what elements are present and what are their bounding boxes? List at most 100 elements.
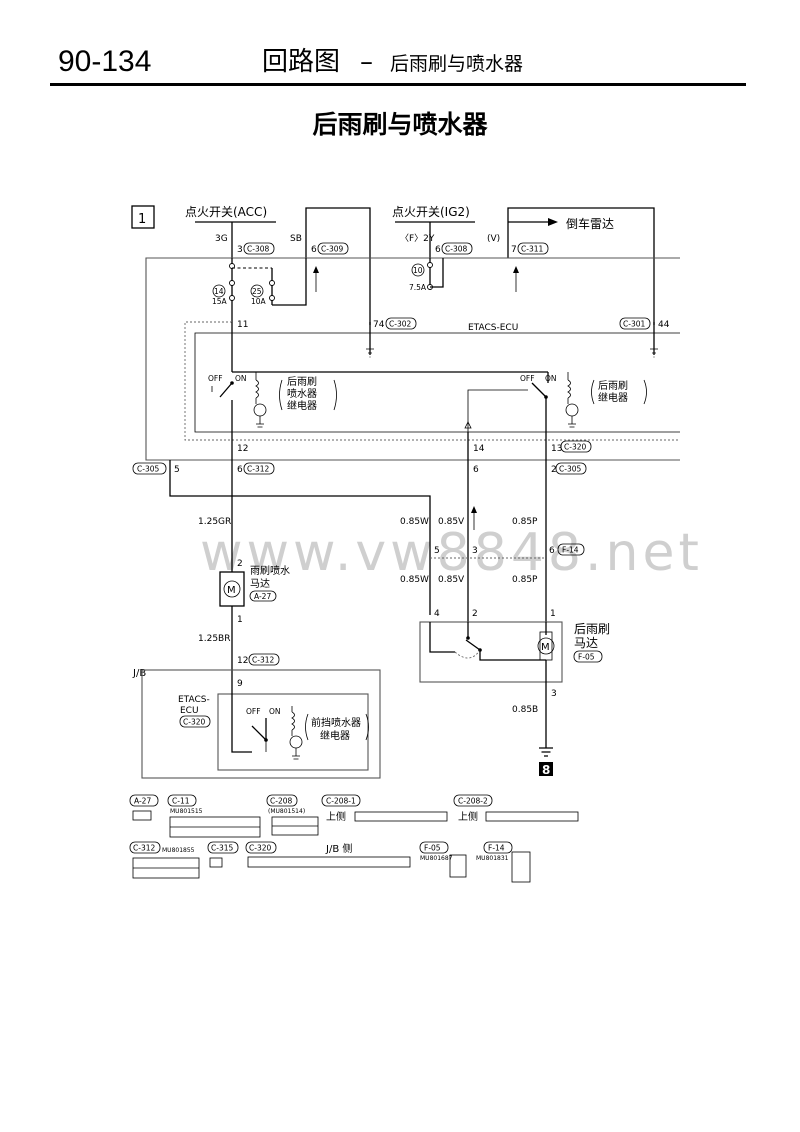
c320: C-320 — [564, 443, 586, 452]
c305r: C-305 — [559, 465, 581, 474]
wiper-l1: 后雨刷 — [574, 622, 610, 636]
ref-upper1: 上侧 — [326, 810, 346, 823]
ref-c315-face — [209, 857, 223, 868]
jb-ecu-l2: ECU — [180, 706, 199, 716]
c305l: C-305 — [137, 465, 159, 474]
wiper-cam — [454, 649, 481, 659]
ref-a27: A-27 — [134, 797, 151, 806]
ref-f05: F-05 — [424, 844, 441, 853]
arrowhead-up-3 — [471, 506, 477, 513]
ecu-dotted-outline — [184, 321, 680, 441]
ref-f05-face — [449, 854, 467, 878]
f05: F-05 — [578, 653, 595, 662]
header-subtitle: 后雨刷与喷水器 — [390, 53, 524, 75]
jb-ecu-l1: ETACS- — [178, 695, 210, 705]
ground-symbol — [539, 747, 553, 757]
wire-fuse25-out — [272, 258, 307, 306]
relay2-off-line — [467, 389, 528, 432]
ref-c320: C-320 — [249, 844, 271, 853]
relay1-transistor — [253, 403, 267, 417]
relay2-gnd — [568, 423, 576, 428]
section-title: 回路图 — [262, 47, 341, 77]
ref-c2081-face — [354, 811, 448, 822]
wire-085p-a: 0.85P — [512, 517, 538, 527]
a27-badge — [249, 590, 277, 602]
ecu-pin74: 74 — [373, 320, 385, 330]
fuse14-amp: 15A — [212, 297, 228, 306]
ref-a27-face — [132, 810, 152, 821]
c320-badge — [560, 440, 592, 453]
wire-085w-b: 0.85W — [400, 575, 429, 585]
pin-3g: 3G — [215, 234, 228, 244]
ref-c320-face — [247, 856, 411, 868]
jb-c312: C-312 — [252, 656, 274, 665]
jb-wire-loop — [231, 716, 252, 753]
relay2-transistor — [565, 403, 579, 417]
wiper-pin4: 4 — [434, 609, 440, 619]
c302: C-302 — [389, 320, 411, 329]
ref-jbside: J/B 侧 — [325, 842, 352, 855]
mid-pin5: 5 — [174, 465, 180, 475]
mid-pin6b: 6 — [473, 465, 479, 475]
a27: A-27 — [254, 592, 271, 601]
ref-c315-badge — [207, 841, 239, 854]
c305l-badge — [132, 462, 167, 475]
washer-pin2: 2 — [237, 559, 243, 569]
ref-c320-badge — [245, 841, 277, 854]
fuse14-top — [229, 280, 235, 286]
ecu-box — [194, 332, 680, 433]
c309-badge — [317, 242, 349, 255]
ref-c11: C-11 — [172, 797, 190, 806]
washer-motor-m: M — [227, 585, 236, 596]
pin-f2y: 〈F〉2Y — [400, 233, 435, 244]
relay1-pivot — [230, 381, 234, 385]
fuse25-no: 25 — [252, 287, 262, 296]
relay1-off: OFF — [208, 374, 223, 383]
ref-c2081: C-208-1 — [326, 797, 356, 806]
c309-pin: 6 — [311, 245, 317, 255]
wire-v-loop — [507, 207, 655, 325]
watermark: www.vw8848.net — [200, 523, 703, 583]
wiper-switch — [465, 639, 481, 651]
fuse10-no: 10 — [413, 266, 423, 275]
header-dash: – — [360, 47, 373, 77]
wire-085w-a: 0.85W — [400, 517, 429, 527]
jb-off: OFF — [246, 707, 261, 716]
jb-pin12: 12 — [237, 656, 248, 666]
relay1-on: ON — [235, 374, 247, 383]
ref-f14-face — [511, 851, 531, 883]
c308a-badge — [243, 242, 275, 255]
relay2-pin14-tri — [464, 421, 472, 429]
jb-relay-l1: 前挡喷水器 — [311, 716, 361, 729]
node-a — [229, 263, 235, 269]
f05-badge — [573, 650, 603, 663]
c312-badge — [243, 462, 275, 475]
c305r-badge — [555, 462, 587, 475]
f14-badge — [557, 543, 585, 556]
ref-c315: C-315 — [211, 844, 233, 853]
wiper-pivot — [466, 636, 470, 640]
jb-switch — [251, 725, 267, 741]
relay2-bracket-r — [643, 379, 647, 405]
fuse25-bot — [269, 295, 275, 301]
c308b-pin: 6 — [435, 245, 441, 255]
ref-c312-code: MU801855 — [162, 847, 195, 854]
wiper-wire-4 — [429, 622, 455, 653]
arrow-reverse-radar — [548, 218, 558, 226]
jb-box — [141, 669, 381, 779]
page-title: 后雨刷与喷水器 — [312, 110, 488, 139]
box-number-frame — [131, 205, 155, 229]
pin-v: (V) — [487, 234, 500, 244]
wiper-pin1: 1 — [550, 609, 556, 619]
c301-badge — [619, 317, 651, 330]
c309: C-309 — [321, 245, 343, 254]
gnd-44 — [650, 348, 658, 358]
relay1-l2: 喷水器 — [287, 388, 317, 400]
jb-c320-badge — [179, 715, 211, 728]
fuse14-circle — [212, 284, 226, 298]
ref-c208-badge — [266, 794, 298, 807]
ref-a27-badge — [129, 794, 159, 807]
c308b-badge — [441, 242, 473, 255]
fuse25-top — [269, 280, 275, 286]
ref-f14-badge — [483, 841, 513, 854]
